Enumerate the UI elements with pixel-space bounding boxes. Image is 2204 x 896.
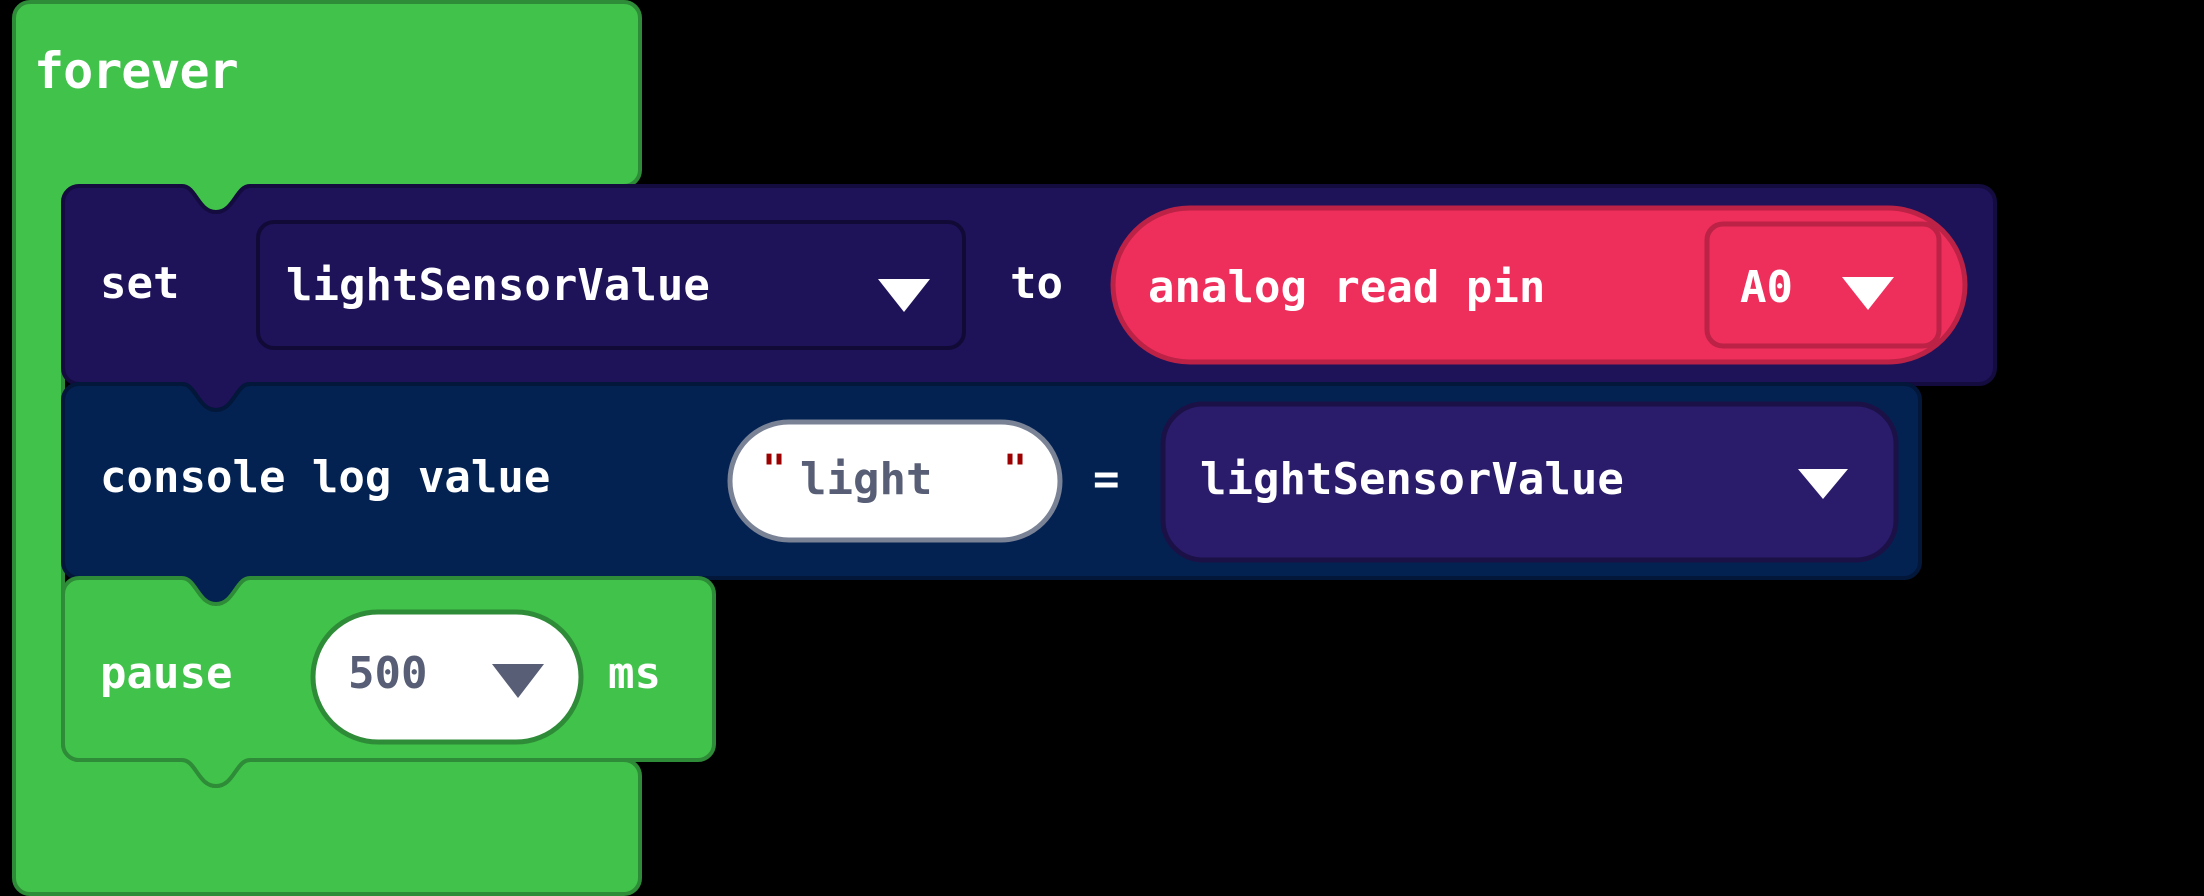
variable-reporter-block-shape[interactable] xyxy=(1160,401,1899,563)
chevron-down-icon-variable[interactable] xyxy=(878,279,930,312)
pause-duration-field-bg[interactable] xyxy=(310,609,584,745)
chevron-down-icon-reporter[interactable] xyxy=(1798,469,1848,499)
variable-name-dropdown-bg[interactable] xyxy=(256,220,966,350)
chevron-down-icon-pause[interactable] xyxy=(492,664,544,698)
log-name-text-field-bg[interactable] xyxy=(727,419,1063,543)
chevron-down-icon-pin[interactable] xyxy=(1842,277,1894,310)
pin-dropdown-bg[interactable] xyxy=(1704,221,1942,349)
